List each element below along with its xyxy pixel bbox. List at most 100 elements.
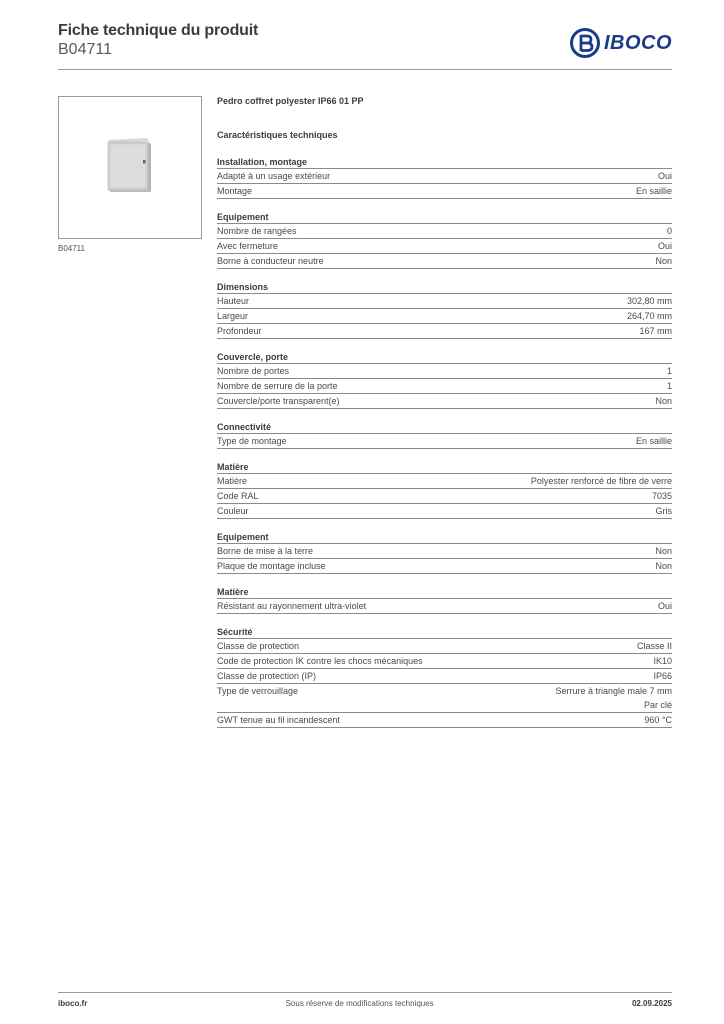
spec-row: Hauteur 302,80 mm [217, 294, 672, 309]
spec-value-line: Oui [657, 171, 672, 181]
group-title: Connectivité [217, 420, 672, 434]
spec-value-line: Oui [657, 241, 672, 251]
spec-value: Non [655, 254, 672, 268]
spec-value-line: 264,70 mm [626, 311, 672, 321]
footer-website: iboco.fr [58, 999, 88, 1008]
spec-label: Type de verrouillage [217, 686, 299, 696]
spec-value-line: Classe II [636, 641, 672, 651]
spec-row: Plaque de montage incluse Non [217, 559, 672, 574]
spec-value-line: 167 mm [639, 326, 672, 336]
spec-row: Code RAL 7035 [217, 489, 672, 504]
spec-value-line: Serrure à triangle male 7 mm [555, 686, 672, 696]
spec-value: Oui [658, 599, 672, 613]
spec-value: Gris [656, 504, 673, 518]
spec-value-line: En saillie [635, 436, 672, 446]
spec-label: Borne à conducteur neutre [217, 256, 324, 266]
spec-label: Couvercle/porte transparent(e) [217, 396, 340, 406]
spec-value: Polyester renforcé de fibre de verre [531, 474, 672, 488]
spec-value: Serrure à triangle male 7 mm Par clé [555, 684, 672, 712]
spec-value: En saillie [636, 434, 672, 448]
spec-row: Type de montage En saillie [217, 434, 672, 449]
spec-row: Nombre de serrure de la porte 1 [217, 379, 672, 394]
product-name: Pedro coffret polyester IP66 01 PP [217, 96, 364, 106]
spec-value-line: 0 [666, 226, 672, 236]
group-title: Matière [217, 585, 672, 599]
spec-value: Non [655, 394, 672, 408]
spec-value: IP66 [653, 669, 672, 683]
spec-label: Plaque de montage incluse [217, 561, 326, 571]
spec-label: Code de protection IK contre les chocs m… [217, 656, 423, 666]
spec-value-line: Non [655, 561, 672, 571]
specifications: Pedro coffret polyester IP66 01 PP Carac… [217, 96, 672, 728]
spec-row: Nombre de rangées 0 [217, 224, 672, 239]
spec-value-line: En saillie [635, 186, 672, 196]
spec-row: Résistant au rayonnement ultra-violet Oui [217, 599, 672, 614]
spec-value-line: IP66 [653, 671, 672, 681]
spec-value: 1 [667, 379, 672, 393]
group-title: Dimensions [217, 280, 672, 294]
spec-label: Nombre de rangées [217, 226, 297, 236]
page-title: Fiche technique du produit [58, 22, 259, 39]
spec-value: 960 °C [644, 713, 672, 727]
section-title: Caractéristiques techniques [217, 130, 338, 140]
spec-label: Adapté à un usage extérieur [217, 171, 331, 181]
page-footer: iboco.fr Sous réserve de modifications t… [58, 992, 672, 1008]
spec-label: Hauteur [217, 296, 250, 306]
spec-label: Nombre de portes [217, 366, 290, 376]
spec-row: Type de verrouillage Serrure à triangle m… [217, 684, 672, 713]
spec-value-line: Non [655, 546, 672, 556]
group-title: Sécurité [217, 625, 672, 639]
spec-value-line: Non [655, 256, 672, 266]
spec-row: Classe de protection (IP) IP66 [217, 669, 672, 684]
spec-row: Largeur 264,70 mm [217, 309, 672, 324]
spec-value-line: Gris [655, 506, 673, 516]
spec-value-line: Polyester renforcé de fibre de verre [530, 476, 672, 486]
spec-value: 302,80 mm [627, 294, 672, 308]
spec-label: Nombre de serrure de la porte [217, 381, 338, 391]
spec-value-line: Par clé [643, 700, 672, 710]
spec-row: Code de protection IK contre les chocs m… [217, 654, 672, 669]
spec-value: IK10 [653, 654, 672, 668]
spec-value-line: Non [655, 396, 672, 406]
spec-row: Nombre de portes 1 [217, 364, 672, 379]
spec-label: Classe de protection (IP) [217, 671, 317, 681]
spec-value: Non [655, 544, 672, 558]
spec-value: Oui [658, 239, 672, 253]
spec-value-line: 1 [666, 366, 672, 376]
spec-label: Code RAL [217, 491, 259, 501]
spec-label: Avec fermeture [217, 241, 278, 251]
spec-row: Borne à conducteur neutre Non [217, 254, 672, 269]
spec-label: Couleur [217, 506, 249, 516]
group-title: Equipement [217, 210, 672, 224]
footer-date: 02.09.2025 [631, 999, 672, 1008]
spec-label: Type de montage [217, 436, 287, 446]
spec-label: Résistant au rayonnement ultra-violet [217, 601, 367, 611]
footer-disclaimer: Sous réserve de modifications techniques [285, 999, 434, 1008]
spec-value: 167 mm [639, 324, 672, 338]
spec-value-line: 1 [666, 381, 672, 391]
page-header: Fiche technique du produit B04711 IBOCO [58, 22, 672, 70]
group-title: Equipement [217, 530, 672, 544]
brand-logo: IBOCO [569, 27, 672, 59]
spec-value: En saillie [636, 184, 672, 198]
iboco-logo-icon [569, 28, 600, 58]
product-image [58, 96, 202, 239]
enclosure-icon [107, 138, 151, 192]
spec-row: Couvercle/porte transparent(e) Non [217, 394, 672, 409]
spec-value: 7035 [652, 489, 672, 503]
spec-label: Largeur [217, 311, 249, 321]
spec-row: Adapté à un usage extérieur Oui [217, 169, 672, 184]
spec-value-line: 302,80 mm [626, 296, 672, 306]
